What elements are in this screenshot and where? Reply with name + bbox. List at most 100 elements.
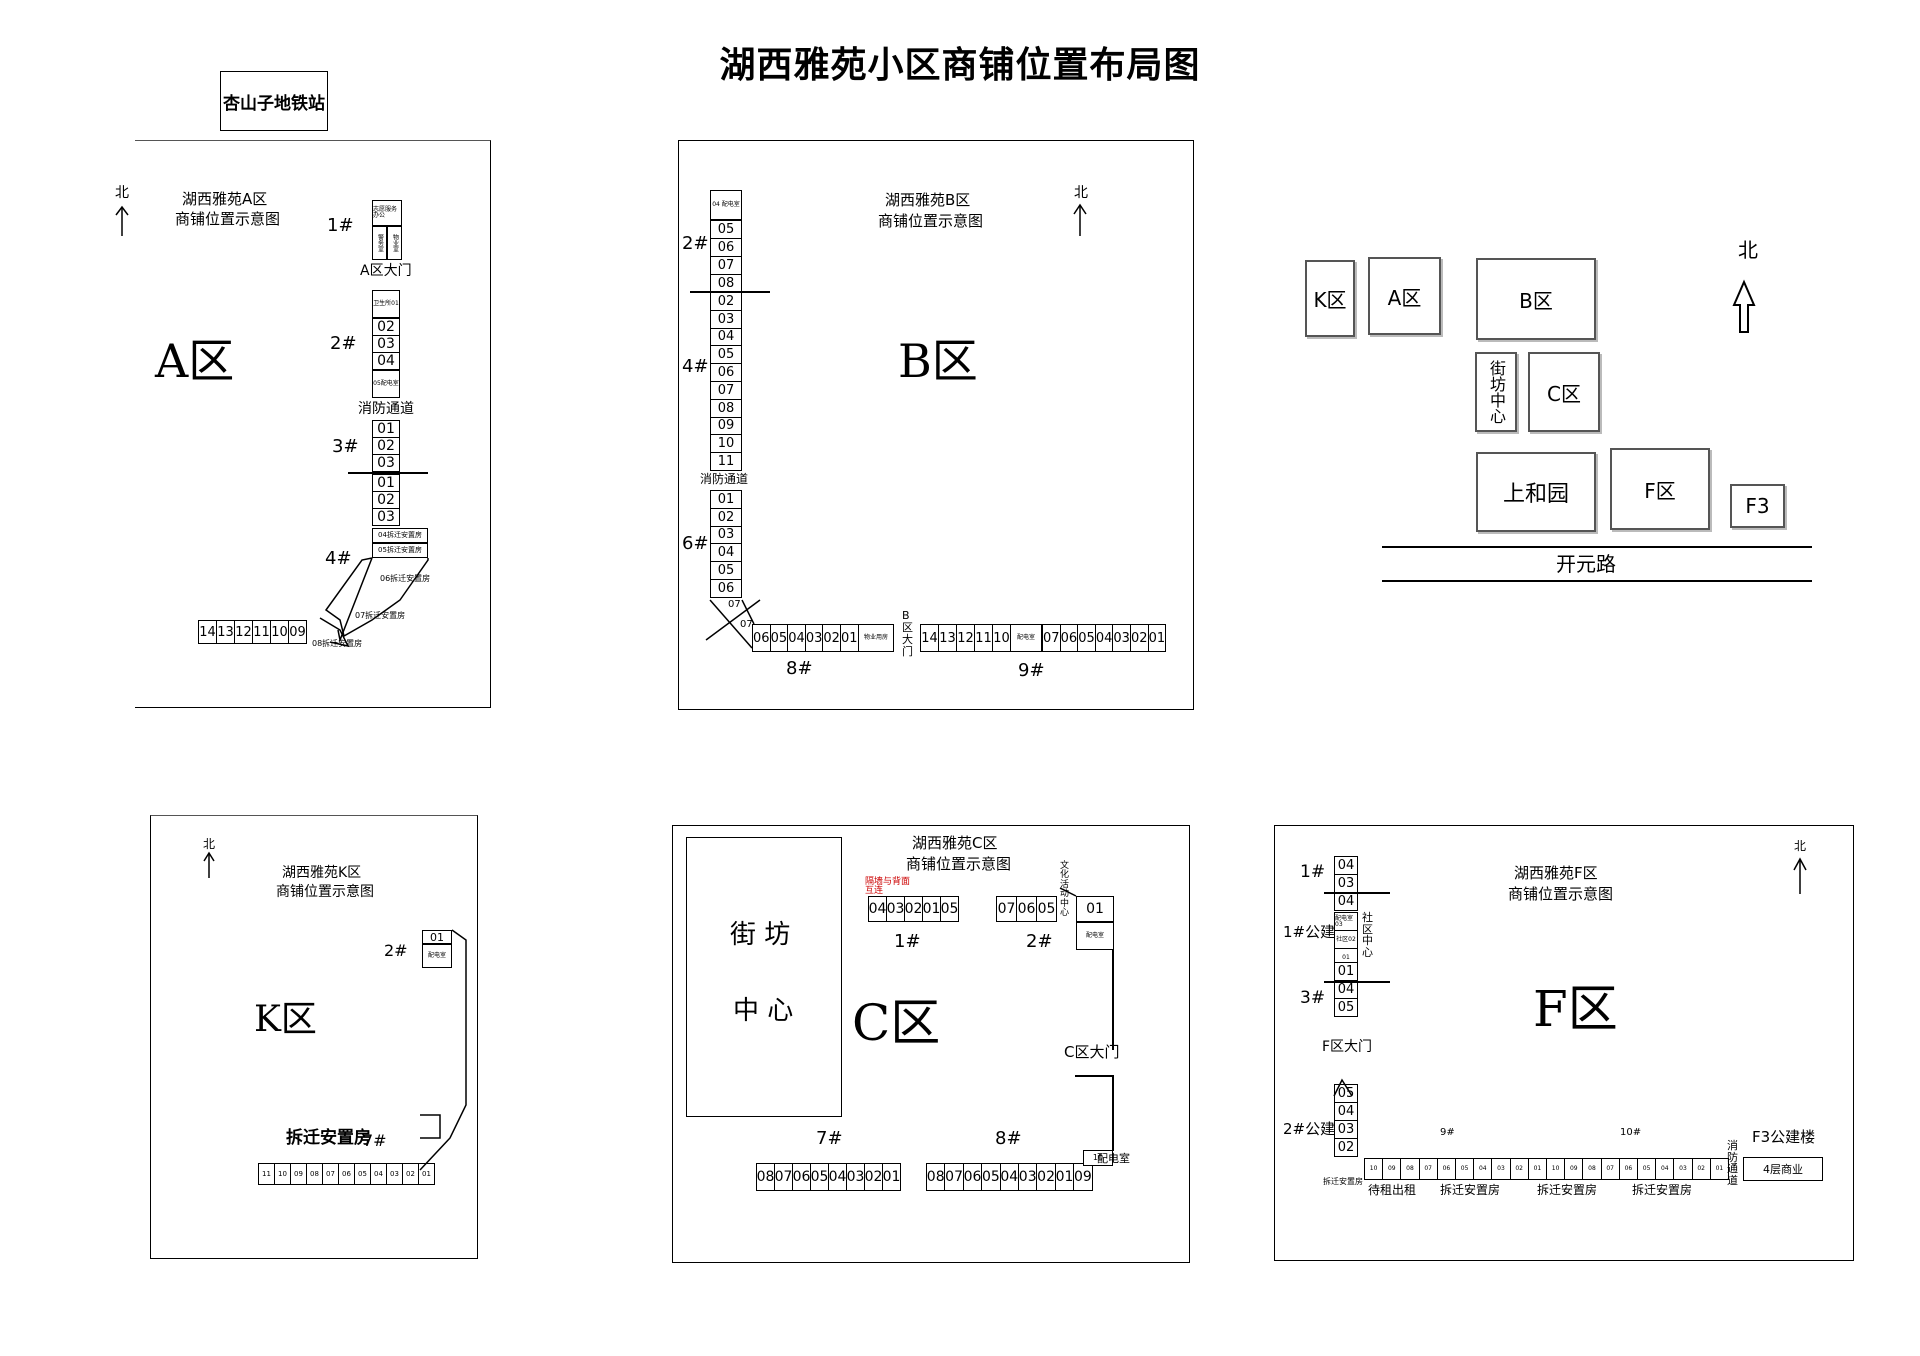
zone-k-panel <box>150 815 478 1259</box>
shop-b8: 06 <box>752 624 771 652</box>
shop-c7: 02 <box>864 1163 883 1191</box>
map-shanghe-garden: 上和园 <box>1476 452 1596 532</box>
c-culture-center: 文化活动中心 <box>1060 861 1070 919</box>
shop-b2: 08 <box>710 274 742 293</box>
c-wall-line <box>1075 1075 1113 1077</box>
zone-a-subtitle: 商铺位置示意图 <box>175 210 281 228</box>
zone-c-panel <box>672 825 1190 1263</box>
shop-c8: 04 <box>999 1163 1019 1191</box>
shop-a2: 02 <box>372 318 400 336</box>
shop-a4-08: 08拆迁安置房 <box>312 639 363 648</box>
shop-b9: 02 <box>1130 624 1149 652</box>
zone-b-title: 湖西雅苑B区 <box>885 191 971 209</box>
road-line <box>1382 580 1812 582</box>
map-f3: F3 <box>1730 484 1785 528</box>
shop-f1: 04 <box>1334 892 1358 911</box>
map-zone-f: F区 <box>1610 448 1710 530</box>
f-unit-label-4: 拆迁安置房 <box>1632 1183 1693 1197</box>
shop-a2: 03 <box>372 335 400 353</box>
shop-a-bottom: 10 <box>270 620 289 644</box>
zone-c-subtitle: 商铺位置示意图 <box>906 855 1012 873</box>
building-7-label: 7# <box>816 1128 843 1149</box>
shop-b6-07a: 07 <box>728 599 741 610</box>
shop-b2-power-room: 04 配电室 <box>710 190 742 220</box>
map-zone-b: B区 <box>1476 258 1596 340</box>
shop-a1-volunteer: 志愿服务办公 <box>372 200 402 226</box>
shop-c7: 03 <box>846 1163 865 1191</box>
zone-f-gate-label: F区大门 <box>1322 1039 1373 1055</box>
building-9-label: 9# <box>1440 1127 1455 1138</box>
shop-b4: 10 <box>710 434 742 454</box>
shop-f-bottom: 03 <box>1673 1158 1693 1180</box>
building-6-label: 6# <box>682 533 709 554</box>
shop-a4-05: 05拆迁安置房 <box>372 543 428 558</box>
shop-f-bottom: 04 <box>1473 1158 1493 1180</box>
building-8-label: 8# <box>995 1128 1022 1149</box>
shop-b4: 11 <box>710 452 742 471</box>
shop-f-bottom: 10 <box>1364 1158 1384 1180</box>
shop-f-bottom: 07 <box>1418 1158 1438 1180</box>
shop-b8-property: 物业用房 <box>858 624 894 652</box>
shop-c8: 05 <box>981 1163 1001 1191</box>
shop-a3: 02 <box>372 437 400 455</box>
shop-k7: 07 <box>322 1163 339 1185</box>
f-unit-label-0: 拆迁安置房 <box>1323 1177 1363 1186</box>
shop-a4: 02 <box>372 491 400 509</box>
shop-a2-clinic: 卫生所01 <box>372 290 400 318</box>
shop-b4: 04 <box>710 327 742 347</box>
shop-b6: 01 <box>710 490 742 509</box>
zone-k-resettle-label: 拆迁安置房 <box>286 1128 371 1148</box>
shop-c2: 07 <box>996 896 1017 922</box>
shop-a4-06: 06拆迁安置房 <box>380 574 431 583</box>
shop-k7: 11 <box>258 1163 275 1185</box>
shop-a-bottom: 09 <box>288 620 307 644</box>
building-1-public-label: 1#公建 <box>1283 923 1336 941</box>
north-label: 北 <box>115 185 129 201</box>
map-zone-c: C区 <box>1528 352 1600 432</box>
zone-k-subtitle: 商铺位置示意图 <box>276 884 374 900</box>
zone-b-big-label: B区 <box>898 334 978 388</box>
shop-c8: 01 <box>1054 1163 1075 1191</box>
shop-b9: 06 <box>1059 624 1079 652</box>
shop-f-bottom: 05 <box>1637 1158 1657 1180</box>
shop-c7: 08 <box>756 1163 775 1191</box>
shop-b9: 10 <box>992 624 1011 652</box>
shop-f3: 04 <box>1334 980 1358 999</box>
zone-a-panel <box>135 140 491 708</box>
north-label: 北 <box>1074 185 1088 201</box>
north-label: 北 <box>1738 238 1758 262</box>
f-fire-lane: 消防通道 <box>1727 1139 1738 1187</box>
shop-c7: 05 <box>810 1163 829 1191</box>
c-power-room: 配电室 <box>1097 1152 1130 1165</box>
shop-b9-power: 配电室 <box>1010 624 1042 652</box>
shop-f-bottom: 01 <box>1527 1158 1547 1180</box>
shop-b9: 07 <box>1042 624 1061 652</box>
f-commercial-4f: 4层商业 <box>1743 1157 1823 1181</box>
shop-c8: 03 <box>1018 1163 1038 1191</box>
shop-a4: 03 <box>372 508 400 526</box>
shop-c1: 05 <box>940 896 959 922</box>
building-3-label: 3# <box>332 436 359 457</box>
c-jiefang-label-2: 中 心 <box>733 996 794 1026</box>
shop-k7: 04 <box>370 1163 387 1185</box>
building-4-label: 4# <box>682 356 709 377</box>
shop-b9: 05 <box>1077 624 1096 652</box>
shop-k2-power: 配电室 <box>422 944 452 968</box>
shop-f1: 社区02 <box>1334 930 1358 949</box>
shop-b2: 06 <box>710 238 742 257</box>
shop-a-bottom: 12 <box>234 620 253 644</box>
shop-c7: 01 <box>882 1163 901 1191</box>
shop-c7: 06 <box>792 1163 811 1191</box>
zone-c-big-label: C区 <box>852 994 941 1052</box>
divider-line <box>1324 981 1390 983</box>
road-line <box>1382 546 1812 548</box>
f-unit-label-3: 拆迁安置房 <box>1537 1183 1598 1197</box>
shop-a-bottom: 14 <box>198 620 217 644</box>
f-unit-label-2: 拆迁安置房 <box>1440 1183 1501 1197</box>
shop-a-bottom: 13 <box>216 620 235 644</box>
zone-b-fire-lane: 消防通道 <box>700 472 749 486</box>
shop-c2: 06 <box>1016 896 1037 922</box>
building-1-label: 1# <box>894 931 921 952</box>
shop-b9: 04 <box>1094 624 1114 652</box>
map-jiefang-center: 街坊中心 <box>1475 352 1517 432</box>
